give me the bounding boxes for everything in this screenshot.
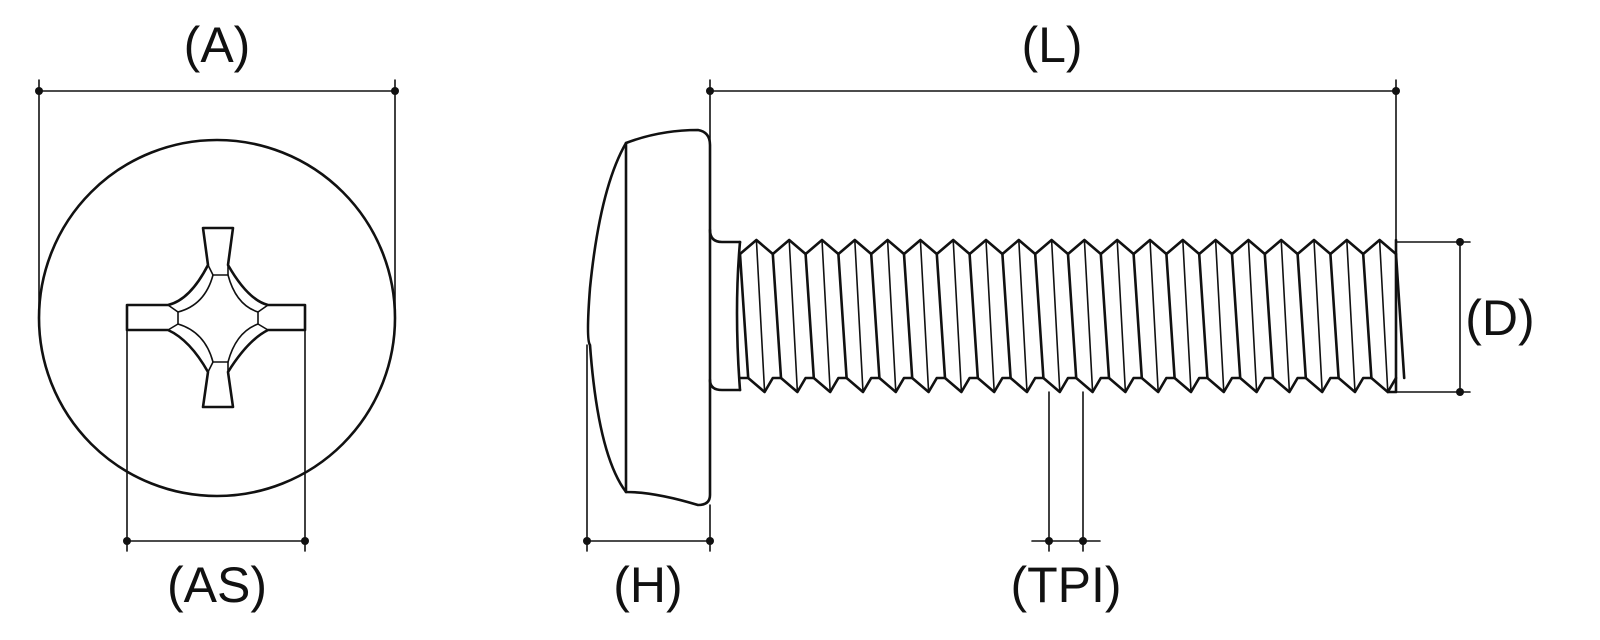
dimension-tpi <box>1031 391 1101 552</box>
thread-crest-line <box>755 239 766 393</box>
thread-root-line <box>1197 252 1209 380</box>
thread-root-line <box>1230 252 1242 380</box>
dimension-d <box>1389 238 1471 396</box>
thread-crest-line <box>1214 239 1225 393</box>
thread-root-line <box>771 252 783 380</box>
phillips-recess-icon <box>125 226 307 409</box>
thread-crest-line <box>1116 239 1127 393</box>
label-l: (L) <box>1021 17 1082 73</box>
thread-root-line <box>837 252 848 380</box>
label-d: (D) <box>1465 290 1534 346</box>
thread-root-line <box>935 252 947 380</box>
thread-root-line <box>1394 252 1406 380</box>
thread-root-line <box>968 252 980 380</box>
thread-root-line <box>804 252 816 380</box>
dimension-h <box>583 344 714 552</box>
thread-crest-line <box>1313 239 1323 393</box>
thread-crest-line <box>985 239 996 393</box>
thread-crest-line <box>886 239 897 393</box>
thread-crest-line <box>821 239 832 393</box>
dimension-a <box>35 79 399 319</box>
label-as: (AS) <box>167 557 267 613</box>
thread-root-line <box>1099 252 1111 380</box>
thread-crest-line <box>1149 239 1159 393</box>
thread-root-line <box>1361 252 1373 380</box>
thread-root-line <box>1165 252 1176 380</box>
thread-body <box>735 238 1406 394</box>
thread-lead-in <box>735 240 742 392</box>
thread-root-line <box>1066 252 1078 380</box>
thread-crest-line <box>1083 239 1094 393</box>
dimension-a-right-dot <box>391 87 399 95</box>
label-h: (H) <box>613 557 682 613</box>
dimension-as <box>123 329 309 552</box>
thread-root-line <box>1263 252 1275 380</box>
thread-crest-line <box>1017 239 1028 393</box>
thread-root-line <box>869 252 881 380</box>
thread-root-line <box>738 252 750 380</box>
screw-side-view <box>586 128 1406 507</box>
screw-tip <box>1386 238 1398 394</box>
thread-root-line <box>1132 252 1144 380</box>
thread-crest-line <box>1346 239 1356 393</box>
label-a: (A) <box>184 17 251 73</box>
thread-crest-line <box>1050 239 1061 393</box>
dimension-a-left-dot <box>35 87 43 95</box>
thread-crest-line <box>1280 239 1291 393</box>
thread-crest-line <box>1247 239 1258 393</box>
thread-crest-line <box>919 239 930 393</box>
thread-crest-line <box>788 239 799 393</box>
thread-crest-line <box>952 239 963 393</box>
label-tpi: (TPI) <box>1010 557 1121 613</box>
thread-root-line <box>1033 252 1045 380</box>
thread-crest-line <box>1182 239 1192 393</box>
thread-bottom-profile <box>738 376 1398 394</box>
thread-root-line <box>1329 252 1340 380</box>
screw-head-side <box>586 128 712 507</box>
head-top-view <box>37 138 397 498</box>
thread-root-line <box>1001 252 1012 380</box>
dimension-l <box>706 79 1400 243</box>
thread-top-profile <box>738 238 1398 256</box>
head-outline-circle <box>37 138 397 498</box>
thread-crest-line <box>853 239 864 393</box>
thread-root-line <box>1296 252 1308 380</box>
thread-root-line <box>902 252 914 380</box>
thread-crest-line <box>1378 239 1389 393</box>
